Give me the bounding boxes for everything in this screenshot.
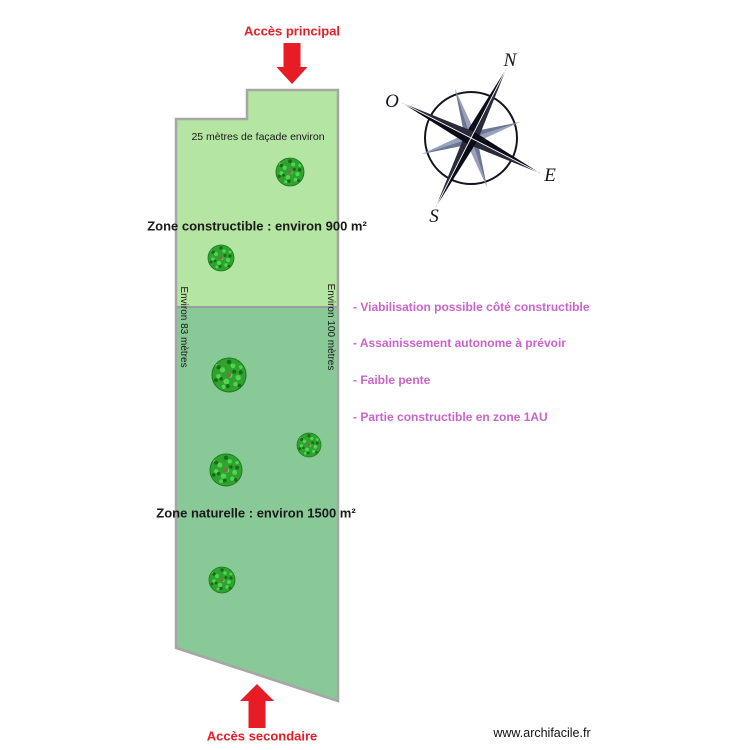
compass-long-spikes [401,68,541,208]
note-assainissement: - Assainissement autonome à prévoir [353,336,566,350]
zone-constructible-area [176,90,338,307]
tree-icon [207,244,235,272]
website-watermark: www.archifacile.fr [493,725,591,740]
secondary-access-arrow [240,684,274,728]
note-viabilisation: - Viabilisation possible côté constructi… [353,300,590,314]
left-dimension-label: Environ 83 mètres [178,286,189,368]
compass-rose [401,68,541,208]
tree-icon [208,566,236,594]
plot-outline [174,88,340,703]
compass-north-label: N [503,50,518,71]
tree-icon [296,432,322,458]
compass-south-label: S [429,206,439,227]
note-pente: - Faible pente [353,373,431,387]
tree-icon [209,453,243,487]
compass-east-label: E [543,165,556,186]
facade-length-label: 25 mètres de façade environ [191,130,325,143]
zone-constructible-label: Zone constructible : environ 900 m² [147,218,367,234]
secondary-access-label: Accès secondaire [206,728,318,744]
right-dimension-label: Environ 100 mètres [325,283,336,371]
tree-icon [211,357,247,393]
tree-icon [275,157,305,187]
main-access-label: Accès principal [243,23,341,39]
zone-naturelle-area [176,307,338,701]
main-access-arrow [276,43,308,84]
note-zone-1au: - Partie constructible en zone 1AU [353,410,548,424]
compass-west-label: O [385,91,399,112]
zone-naturelle-label: Zone naturelle : environ 1500 m² [156,505,356,521]
